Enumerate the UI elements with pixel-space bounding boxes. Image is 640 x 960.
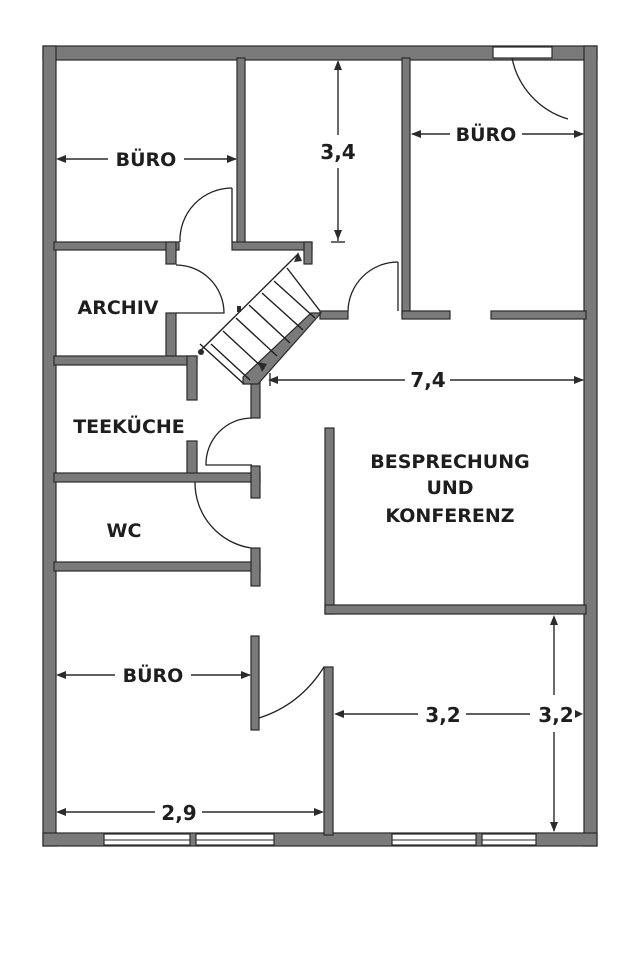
room-labels: BÜRO BÜRO ARCHIV TEEKÜCHE WC BESPRECHUNG… [73,122,530,687]
door-archiv-swing[interactable] [175,264,225,314]
windows [103,46,553,846]
window-bottom-right-2 [481,833,537,846]
stair-arrow-down [258,362,267,372]
door-teekueche-swing[interactable] [205,417,253,466]
wall-middle-bottom-stub [303,241,313,265]
door-buero-tr-swing [347,261,399,312]
room-label-wc: WC [107,520,142,542]
room-label-besprechung-line3: KONFERENZ [385,505,514,527]
window-top-right [492,46,553,59]
door-wc-swing[interactable] [194,481,252,549]
dim-label-bottom-left-width: 2,9 [161,801,196,825]
wall-left [42,45,57,847]
wall-wc-bottom [53,561,261,572]
staircase[interactable] [198,252,323,385]
interior-walls [53,57,587,836]
dimension-lines [56,60,584,832]
wall-wc-stub-top [250,465,261,499]
dim-label-bottom-right-width: 3,2 [425,703,460,727]
wall-buero-bl-right [250,635,260,731]
wall-conference-bottom [324,604,587,615]
dim-label-bottom-right-height: 3,2 [538,703,573,727]
window-bottom-left-2 [195,833,275,846]
stair-edge-top [198,253,299,353]
room-label-buero-bottom-left: BÜRO [123,663,184,687]
room-label-buero-top-right: BÜRO [456,122,517,146]
room-label-teekueche: TEEKÜCHE [73,414,185,438]
window-bottom-right-1 [391,833,477,846]
wall-teekueche-right-top [186,355,198,401]
wall-buero-tr-left [401,57,411,317]
wall-right [583,45,598,847]
wall-teekueche-right-bottom [186,440,198,477]
wall-teekueche-bottom [53,472,261,483]
wall-buero-tl-bottom [53,241,180,251]
wall-bottom-divider [323,666,334,836]
wall-wc-stub-bottom [250,547,261,587]
dim-label-corridor-width: 7,4 [410,368,445,392]
wall-buero-tl-right [236,57,246,249]
stair-marker [237,306,241,312]
dimension-labels: 3,4 7,4 2,9 3,2 3,2 [161,140,573,825]
door-top-right-swing[interactable] [511,57,569,120]
wall-buero-tr-bottom-right [490,310,587,320]
wall-buero-tr-bottom-left [401,310,451,320]
wall-stair-landing [319,310,349,320]
wall-conference-left [324,427,335,615]
door-buero-tl-swing [179,187,233,243]
wall-corridor-left [250,379,261,419]
dim-label-top-middle-height: 3,4 [320,140,355,164]
room-label-buero-top-left: BÜRO [116,147,177,171]
door-buero-bl-swing[interactable] [258,666,325,719]
wall-stub-archiv-top [165,241,177,265]
room-label-besprechung-line1: BESPRECHUNG [370,451,529,473]
wall-middle-bottom [231,241,313,251]
room-label-archiv: ARCHIV [78,297,159,319]
doors [175,57,569,719]
stair-arrow-up [294,252,302,262]
wall-archiv-bottom [53,355,198,366]
room-label-besprechung-line2: UND [426,477,473,499]
stair-marker-end [198,349,204,355]
window-bottom-left-1 [103,833,191,846]
